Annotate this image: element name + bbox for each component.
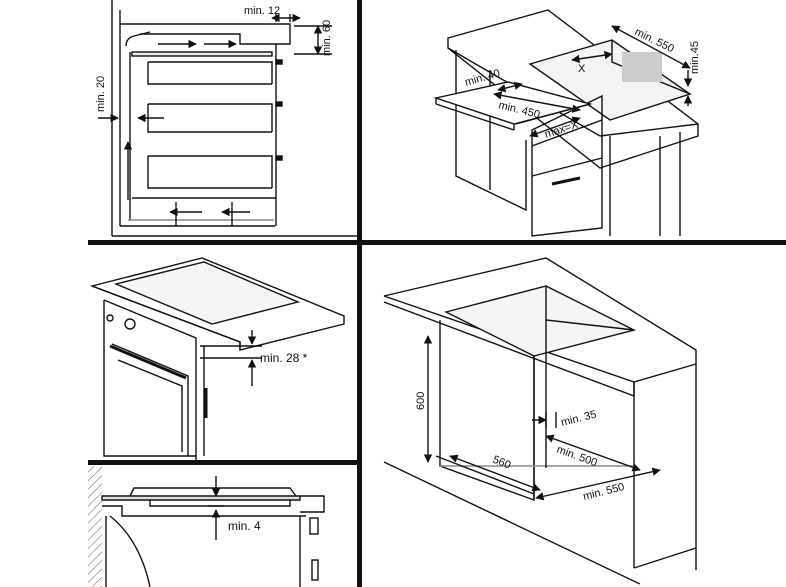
cabinet-width-label: 560 [491,454,513,472]
hob-gap-label: min. 4 [228,519,261,533]
panel-worktop-cutout [433,9,699,237]
outer-depth-label: min. 550 [582,481,626,503]
panel-cabinet-dimensions [383,257,697,585]
panel-dividers [88,0,786,587]
x-label: X [578,63,586,75]
side-label: min.45 [689,41,701,74]
gap-label: min. 28 * [260,351,308,365]
inner-gap-label: min. 35 [560,409,598,429]
height-label: 600 [415,392,427,410]
top-height-label: min. 60 [321,20,333,56]
panel-hob-section [88,466,325,587]
panel-ventilation [98,0,357,237]
panel-oven-below-hob [89,257,345,460]
side-gap-label: min. 20 [95,76,107,112]
top-gap-label: min. 12 [244,5,280,17]
